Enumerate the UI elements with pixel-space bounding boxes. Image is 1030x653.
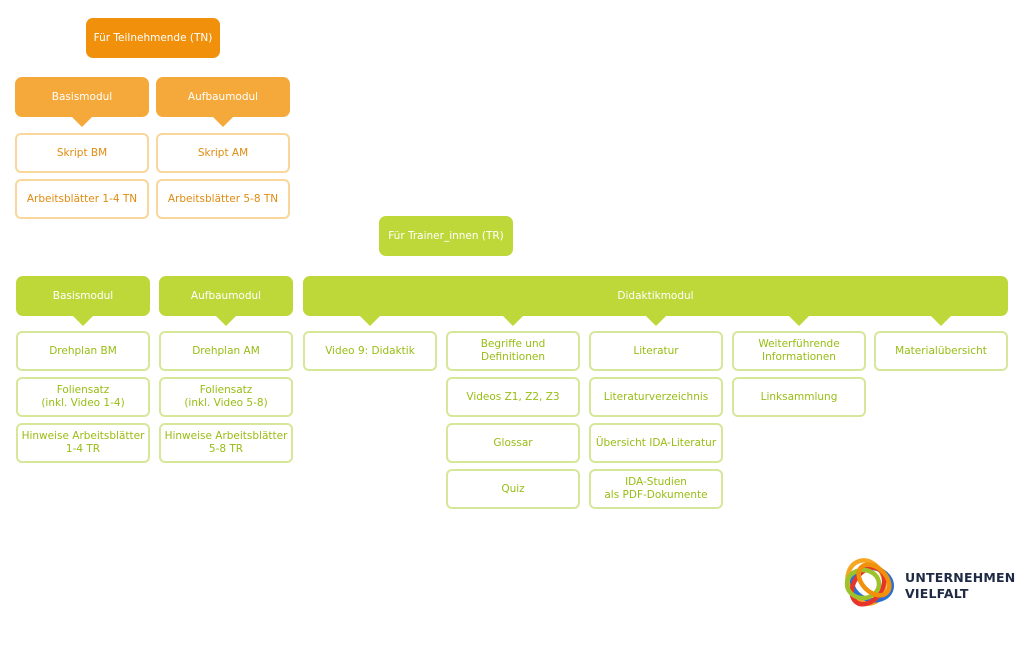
tr-basismodul-pointer (72, 315, 94, 326)
tr-basis-item: Foliensatz (inkl. Video 1-4) (16, 377, 150, 417)
didaktik-pointer (788, 315, 810, 326)
tr-aufbau-item: Foliensatz (inkl. Video 5-8) (159, 377, 293, 417)
didaktik-item: Materialübersicht (874, 331, 1008, 371)
logo-line-2: VIELFALT (905, 586, 969, 601)
didaktik-item: Video 9: Didaktik (303, 331, 437, 371)
tn-aufbau-item: Arbeitsblätter 5-8 TN (156, 179, 290, 219)
didaktik-pointer (502, 315, 524, 326)
tr-basis-item: Hinweise Arbeitsblätter 1-4 TR (16, 423, 150, 463)
tn-title: Für Teilnehmende (TN) (86, 18, 220, 58)
didaktik-item: Quiz (446, 469, 580, 509)
didaktik-item: Begriffe und Definitionen (446, 331, 580, 371)
tn-aufbau-item: Skript AM (156, 133, 290, 173)
didaktik-item: Videos Z1, Z2, Z3 (446, 377, 580, 417)
didaktik-item: IDA-Studien als PDF-Dokumente (589, 469, 723, 509)
tn-basismodul: Basismodul (15, 77, 149, 117)
didaktik-item: Literaturverzeichnis (589, 377, 723, 417)
logo-wordmark: UNTERNEHMEN VIELFALT (905, 570, 1015, 602)
tr-aufbau-item: Hinweise Arbeitsblätter 5-8 TR (159, 423, 293, 463)
didaktik-item: Literatur (589, 331, 723, 371)
unternehmen-vielfalt-logo (844, 558, 895, 607)
tn-basis-item: Arbeitsblätter 1-4 TN (15, 179, 149, 219)
tr-basismodul: Basismodul (16, 276, 150, 316)
tr-title: Für Trainer_innen (TR) (379, 216, 513, 256)
didaktik-pointer (359, 315, 381, 326)
logo-line-1: UNTERNEHMEN (905, 570, 1016, 585)
didaktik-pointer (645, 315, 667, 326)
didaktik-pointer (930, 315, 952, 326)
tr-aufbaumodul-pointer (215, 315, 237, 326)
tn-aufbaumodul-pointer (212, 116, 234, 127)
tr-aufbau-item: Drehplan AM (159, 331, 293, 371)
tr-didaktikmodul: Didaktikmodul (303, 276, 1008, 316)
didaktik-item: Linksammlung (732, 377, 866, 417)
tn-basismodul-pointer (71, 116, 93, 127)
tr-aufbaumodul: Aufbaumodul (159, 276, 293, 316)
tn-aufbaumodul: Aufbaumodul (156, 77, 290, 117)
tn-basis-item: Skript BM (15, 133, 149, 173)
didaktik-item: Weiterführende Informationen (732, 331, 866, 371)
didaktik-item: Übersicht IDA-Literatur (589, 423, 723, 463)
tr-basis-item: Drehplan BM (16, 331, 150, 371)
didaktik-item: Glossar (446, 423, 580, 463)
